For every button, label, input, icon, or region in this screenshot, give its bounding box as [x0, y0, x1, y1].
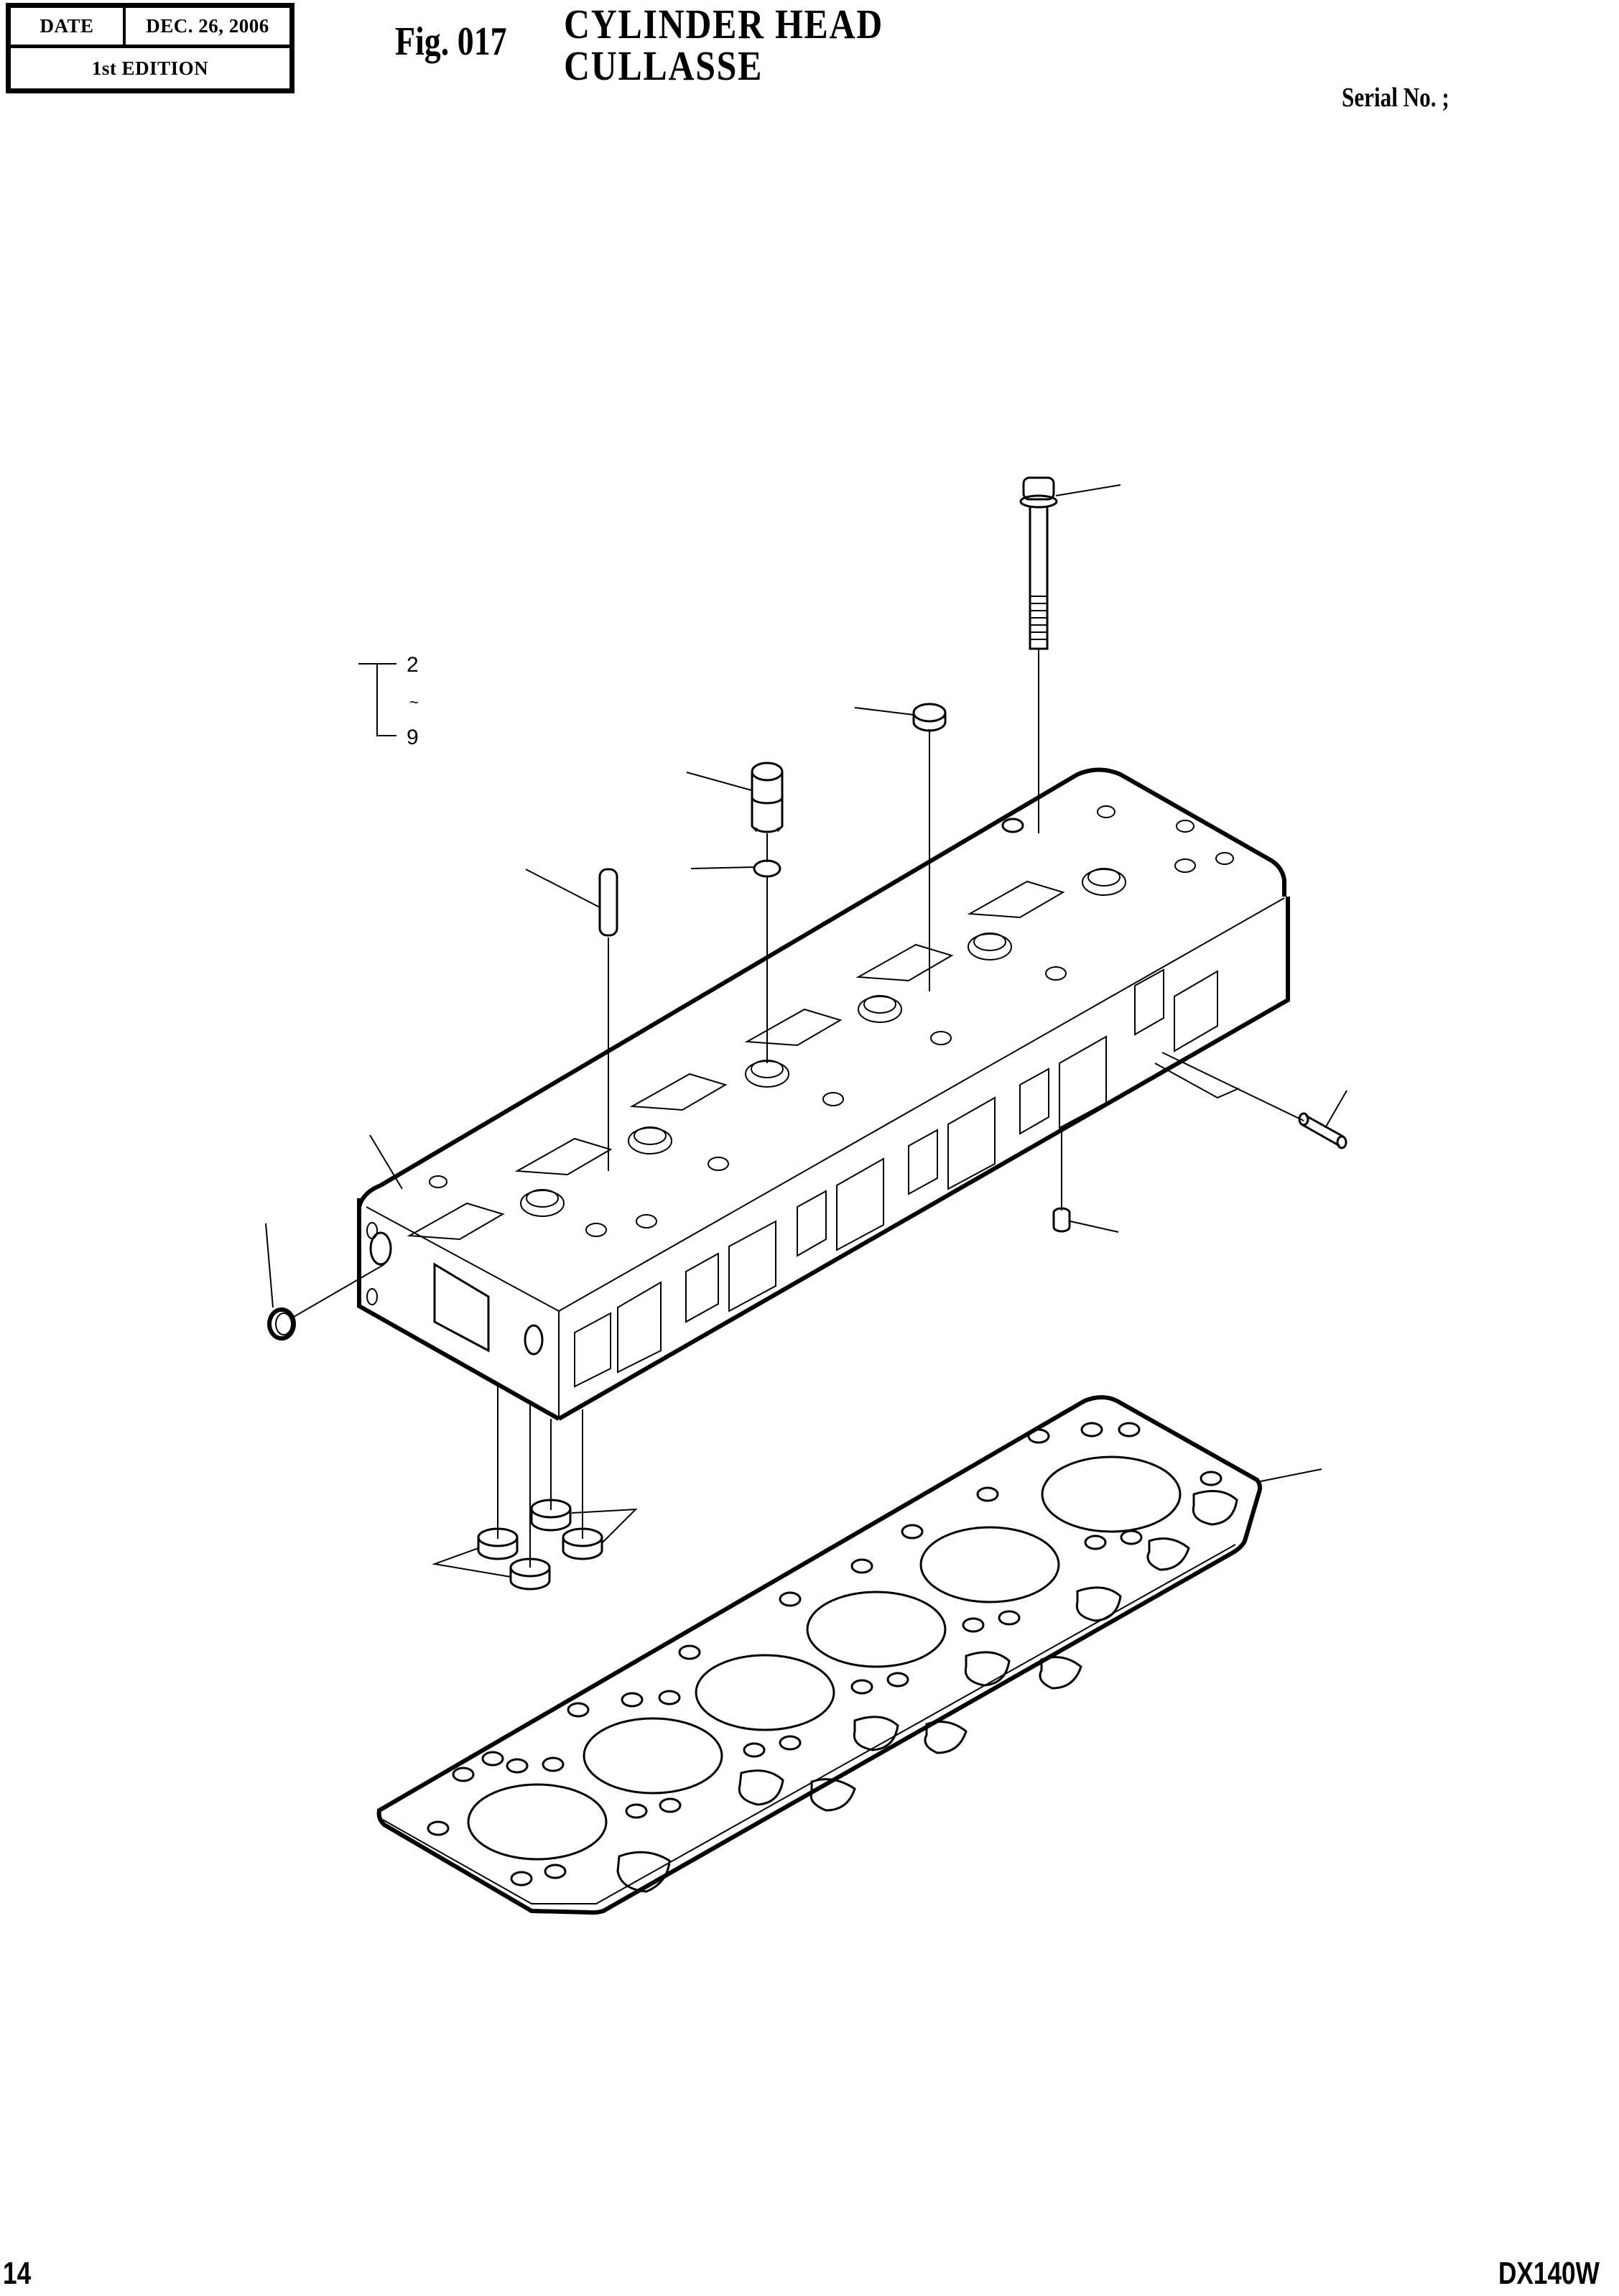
valve-seats	[520, 868, 1126, 1217]
head-bolt-icon	[1019, 476, 1121, 833]
sleeve-cap-icon	[854, 703, 947, 991]
range-to: 9	[407, 726, 419, 749]
edition-label: 1st EDITION	[91, 57, 209, 79]
model-number: DX140W	[1498, 2256, 1600, 2291]
gasket-holes	[427, 1422, 1223, 1887]
o-ring-icon	[690, 859, 781, 1063]
page-title: CYLINDER HEAD	[564, 1, 884, 47]
edition-box: DATE DEC. 26, 2006 1st EDITION	[6, 3, 294, 93]
rocker-bosses	[407, 880, 1065, 1241]
expansion-plug-icon	[265, 1223, 385, 1341]
injector-sleeve-icon	[686, 762, 784, 862]
head-gasket-icon	[376, 1395, 1322, 1915]
side-ports	[574, 968, 1218, 1388]
figure-number: Fig. 017	[395, 19, 507, 64]
range-from: 2	[407, 653, 419, 677]
stud-icon	[1154, 1052, 1347, 1149]
head-leader	[369, 1134, 403, 1190]
date-label: DATE	[11, 8, 126, 48]
serial-number-label: Serial No. ;	[1342, 83, 1449, 113]
date-value: DEC. 26, 2006	[126, 8, 289, 48]
dowel-pin-icon	[525, 868, 618, 1171]
cylinder-head-icon	[357, 767, 1290, 1421]
bottom-plug-icon	[1052, 1131, 1119, 1233]
page-title-french: CULLASSE	[564, 42, 764, 89]
range-bracket: 2 ~ 9	[358, 653, 419, 749]
bottom-sleeves-icon	[432, 1387, 638, 1591]
range-separator: ~	[409, 693, 419, 711]
small-holes	[429, 805, 1234, 1237]
combustion-bores	[467, 1455, 1182, 1861]
coolant-passages	[616, 1490, 1238, 1893]
page-number: 14	[3, 2256, 32, 2291]
